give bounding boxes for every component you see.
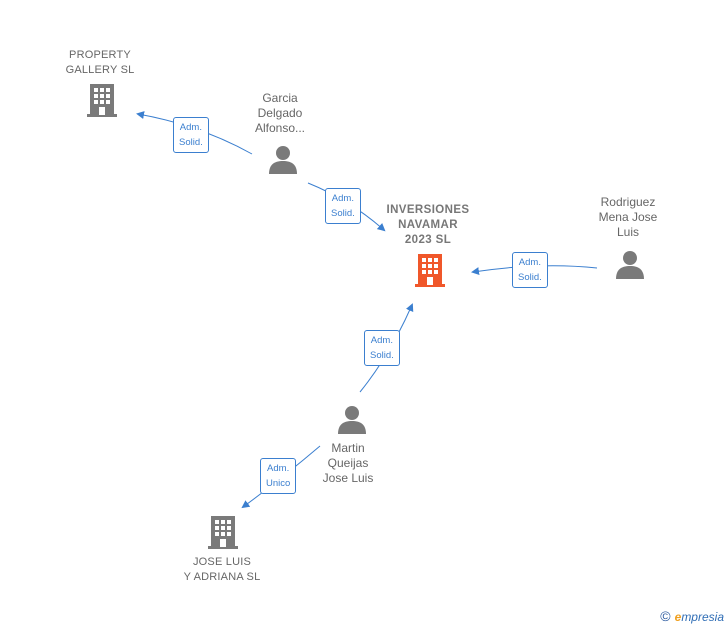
- node-label-jose-luis[interactable]: JOSE LUIS Y ADRIANA SL: [183, 556, 261, 583]
- edge-label-box[interactable]: Adm. Solid.: [512, 252, 548, 288]
- person-icon: [616, 251, 644, 279]
- edge-label-role: Adm.: [331, 193, 354, 204]
- node-label-rodriguez[interactable]: Rodriguez Mena Jose Luis: [598, 195, 658, 239]
- node-label-inversiones[interactable]: INVERSIONES NAVAMAR 2023 SL: [386, 204, 470, 246]
- brand-initial: e: [674, 610, 682, 624]
- edge-label-role: Adm.: [267, 463, 290, 474]
- edge-label-box[interactable]: Adm. Solid.: [325, 188, 361, 224]
- brand-name: mpresia: [681, 610, 724, 624]
- node-label-martin[interactable]: Martin Queijas Jose Luis: [322, 441, 374, 485]
- brand-logo: ©empresia: [660, 608, 724, 624]
- node-label-garcia[interactable]: Garcia Delgado Alfonso...: [254, 91, 306, 135]
- edge-label-role: Adm.: [179, 122, 202, 133]
- edge-label-type: Solid.: [179, 137, 203, 148]
- edge-label-type: Unico: [266, 478, 291, 489]
- copyright-icon: ©: [660, 608, 671, 624]
- building-icon: [87, 84, 117, 117]
- building-icon: [208, 516, 238, 549]
- edge-label-type: Solid.: [331, 208, 355, 219]
- edge-label-box[interactable]: Adm. Unico: [260, 458, 297, 494]
- node-label-property-gallery[interactable]: PROPERTY GALLERY SL: [65, 49, 135, 76]
- edge-label-type: Solid.: [518, 272, 542, 283]
- person-icon: [269, 146, 297, 174]
- edge-label-box[interactable]: Adm. Solid.: [364, 330, 400, 366]
- edge-label-type: Solid.: [370, 350, 394, 361]
- edge-label-role: Adm.: [370, 335, 393, 346]
- main-building-icon: [415, 254, 445, 287]
- person-icon: [338, 406, 366, 434]
- edge-label-role: Adm.: [518, 257, 541, 268]
- edge-label-box[interactable]: Adm. Solid.: [173, 117, 209, 153]
